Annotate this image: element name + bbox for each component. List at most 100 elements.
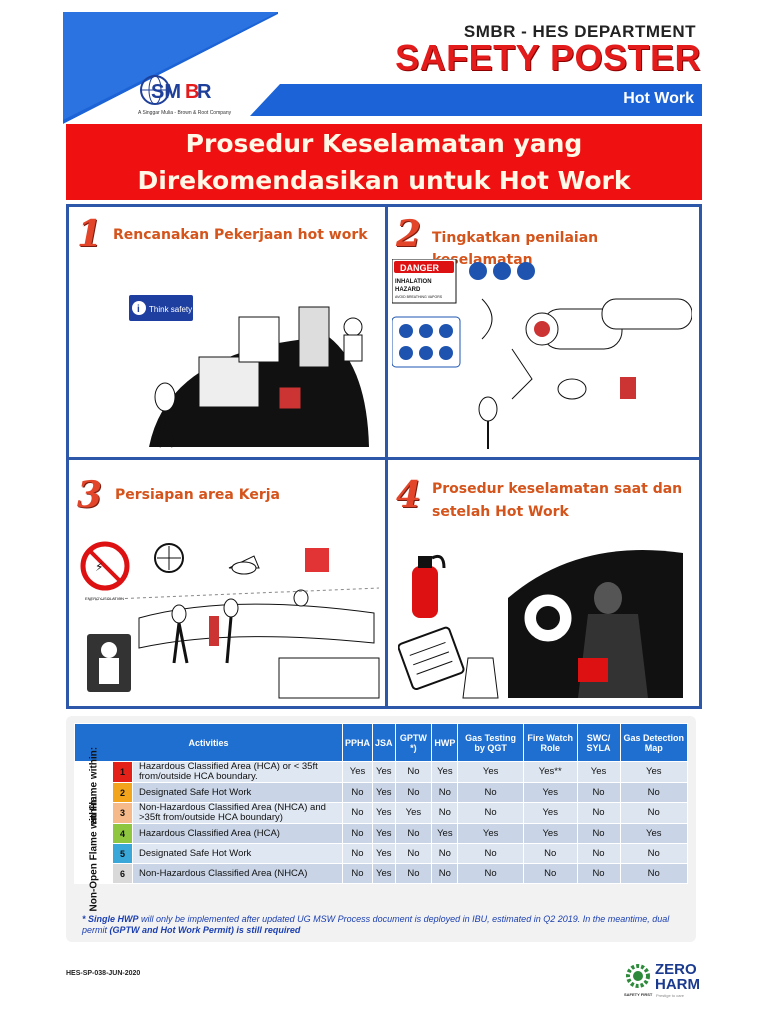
row-number-badge: 1: [112, 761, 133, 783]
danger-sign-label: DANGER: [400, 263, 440, 273]
value-cell: No: [522, 863, 578, 884]
value-cell: No: [457, 863, 524, 884]
procedure-grid: 1 Rencanakan Pekerjaan hot work i Think …: [66, 204, 702, 709]
group-label: Non-Open Flame within:: [88, 796, 99, 911]
value-cell: Yes: [522, 782, 578, 803]
sign-text: Think safety: [149, 305, 192, 314]
header-hwp: HWP: [431, 723, 459, 762]
value-cell: No: [619, 843, 688, 864]
panel-number: 1: [77, 213, 103, 255]
value-cell: No: [576, 782, 621, 803]
title-banner: Prosedur Keselamatan yang Direkomendasik…: [66, 124, 702, 200]
value-cell: No: [457, 782, 524, 803]
value-cell: Yes: [619, 823, 688, 844]
category-label: Hot Work: [623, 90, 694, 107]
panel-title-line-2: setelah Hot Work: [432, 504, 569, 520]
value-cell: No: [341, 802, 374, 824]
value-cell: Yes: [372, 782, 396, 803]
panel-title-line-1: Prosedur keselamatan saat dan: [432, 481, 683, 497]
zero-harm-tagline: Prestige to care: [656, 993, 685, 998]
header-ppha: PPHA: [341, 723, 374, 762]
value-cell: Yes: [372, 823, 396, 844]
group-open-flame: Open Flame within:: [74, 746, 113, 839]
value-cell: No: [431, 782, 459, 803]
header-fire-watch: Fire Watch Role: [522, 723, 578, 762]
row-number-badge: 6: [112, 863, 133, 884]
svg-text:R: R: [197, 81, 212, 103]
value-cell: Yes**: [522, 761, 578, 783]
panel-number: 4: [396, 474, 422, 516]
assessment-illustration: DANGER INHALATION HAZARD AVOID BREATHING…: [392, 259, 692, 449]
header-banner-graphic: [63, 12, 278, 124]
category-bar: [250, 84, 702, 116]
value-cell: No: [576, 823, 621, 844]
value-cell: No: [341, 823, 374, 844]
panel-prepare-area: 3 Persiapan area Kerja ⚡ ENERGY ISOLATIO…: [69, 460, 385, 706]
value-cell: Yes: [522, 802, 578, 824]
svg-text:B: B: [185, 81, 199, 103]
panel-safety-assessment: 2 Tingkatkan penilaian keselamatan DANGE…: [388, 207, 699, 457]
value-cell: No: [457, 802, 524, 824]
value-cell: No: [341, 782, 374, 803]
value-cell: Yes: [522, 823, 578, 844]
value-cell: No: [431, 802, 459, 824]
value-cell: Yes: [372, 863, 396, 884]
permit-table: Activities PPHA JSA GPTW *) HWP Gas Test…: [74, 723, 688, 911]
value-cell: No: [619, 782, 688, 803]
footnote-bold-1: * Single HWP: [82, 914, 139, 924]
value-cell: Yes: [372, 761, 396, 783]
value-cell: No: [431, 863, 459, 884]
value-cell: Yes: [576, 761, 621, 783]
value-cell: No: [341, 843, 374, 864]
activity-cell: Non-Hazardous Classified Area (NHCA) and…: [132, 802, 343, 824]
permit-matrix: Activities PPHA JSA GPTW *) HWP Gas Test…: [66, 716, 696, 942]
logo-tagline: A Singgar Mulia - Brown & Root Company: [138, 110, 232, 116]
value-cell: No: [457, 843, 524, 864]
danger-sign-line1: INHALATION: [395, 279, 432, 285]
value-cell: No: [394, 843, 433, 864]
value-cell: Yes: [341, 761, 374, 783]
panel-plan-work: 1 Rencanakan Pekerjaan hot work i Think …: [69, 207, 385, 457]
value-cell: Yes: [619, 761, 688, 783]
activity-cell: Designated Safe Hot Work: [132, 843, 343, 864]
value-cell: No: [522, 843, 578, 864]
header-jsa: JSA: [372, 723, 396, 762]
value-cell: No: [394, 782, 433, 803]
value-cell: Yes: [372, 802, 396, 824]
value-cell: Yes: [431, 823, 459, 844]
table-header-row: Activities PPHA JSA GPTW *) HWP Gas Test…: [74, 723, 688, 762]
header-activities: Activities: [74, 723, 343, 762]
activity-cell: Designated Safe Hot Work: [132, 782, 343, 803]
value-cell: No: [394, 823, 433, 844]
value-cell: No: [576, 843, 621, 864]
value-cell: No: [619, 863, 688, 884]
zero-harm-line-2: HARM: [655, 976, 700, 993]
planning-illustration: i Think safety: [129, 295, 369, 448]
header-gas-testing: Gas Testing by QGT: [457, 723, 524, 762]
svg-text:⚡: ⚡: [95, 560, 103, 574]
value-cell: No: [576, 863, 621, 884]
safety-first-gear-icon: [626, 964, 650, 988]
safety-first-label: SAFETY FIRST: [624, 992, 653, 997]
department-label: SMBR - HES DEPARTMENT: [463, 22, 696, 41]
value-cell: Yes: [372, 843, 396, 864]
value-cell: No: [431, 843, 459, 864]
panel-title: Rencanakan Pekerjaan hot work: [113, 227, 368, 243]
panel-number: 2: [396, 213, 422, 255]
group-non-open-flame: Non-Open Flame within:: [74, 796, 113, 911]
smbr-logo: SM B R: [140, 75, 212, 105]
document-code: HES-SP-038-JUN-2020: [66, 970, 141, 977]
panel-number: 3: [77, 474, 103, 516]
value-cell: Yes: [431, 761, 459, 783]
value-cell: Yes: [394, 802, 433, 824]
value-cell: Yes: [457, 761, 524, 783]
panel-during-after: 4 Prosedur keselamatan saat dan setelah …: [388, 460, 699, 706]
value-cell: No: [619, 802, 688, 824]
footnote-bold-2: (GPTW and Hot Work Permit) is still requ…: [109, 925, 301, 935]
